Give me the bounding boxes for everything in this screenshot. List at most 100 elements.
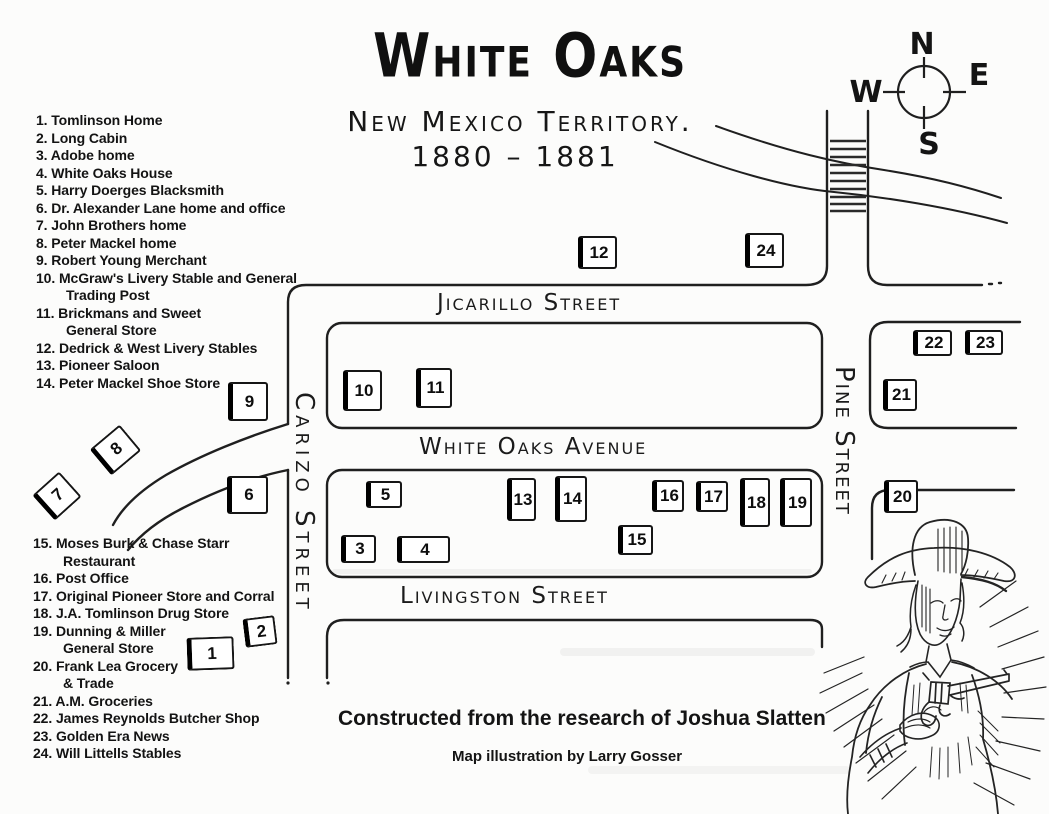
map-subtitle: New Mexico Territory. bbox=[347, 105, 693, 138]
research-credit: Constructed from the research of Joshua … bbox=[338, 707, 826, 730]
paper-smudge bbox=[560, 648, 815, 656]
map-box-17: 17 bbox=[696, 481, 728, 512]
carizo-jicarillo-pine-outline bbox=[286, 109, 829, 680]
map-box-5: 5 bbox=[366, 481, 402, 508]
legend-item: 3. Adobe home bbox=[36, 147, 316, 165]
block-south-of-livingston bbox=[325, 618, 824, 680]
compass-east-label: E bbox=[969, 58, 990, 93]
shirt-hatching bbox=[911, 682, 1001, 780]
legend-item-label-cont: Trading Post bbox=[66, 287, 150, 303]
map-box-19: 19 bbox=[780, 478, 812, 527]
legend-item-label: 24. Will Littells Stables bbox=[33, 745, 182, 761]
legend-item: 24. Will Littells Stables bbox=[33, 745, 323, 763]
block-whiteoaks-livingston bbox=[325, 468, 824, 579]
hat-outline bbox=[864, 518, 1016, 589]
map-box-1: 1 bbox=[186, 636, 235, 671]
hat-brim-shadow bbox=[960, 575, 1008, 593]
legend-item-label: 6. Dr. Alexander Lane home and office bbox=[36, 199, 286, 216]
river bbox=[654, 125, 1008, 224]
legend-item: 1. Tomlinson Home bbox=[36, 112, 316, 130]
map-box-9: 9 bbox=[228, 382, 268, 421]
map-box-2: 2 bbox=[242, 615, 278, 648]
legend-item: 20. Frank Lea Grocery& Trade bbox=[33, 658, 323, 693]
legend-item: 18. J.A. Tomlinson Drug Store bbox=[33, 605, 323, 623]
legend-item-label: 13. Pioneer Saloon bbox=[36, 357, 160, 373]
legend-item-label: 22. James Reynolds Butcher Shop bbox=[33, 710, 260, 726]
legend-item-label: 2. Long Cabin bbox=[36, 129, 128, 146]
hair bbox=[896, 582, 965, 653]
legend-item-label: 12. Dedrick & West Livery Stables bbox=[36, 339, 258, 356]
bridge bbox=[830, 139, 866, 213]
map-title: White Oaks bbox=[372, 22, 688, 92]
map-box-20: 20 bbox=[884, 480, 918, 513]
legend-item-label: 4. White Oaks House bbox=[36, 164, 173, 181]
river-south-bank bbox=[654, 141, 1008, 224]
legend-item-label: 17. Original Pioneer Store and Corral bbox=[33, 587, 275, 604]
legend-item: 2. Long Cabin bbox=[36, 130, 316, 148]
legend-item: 23. Golden Era News bbox=[33, 728, 323, 746]
legend-item: 6. Dr. Alexander Lane home and office bbox=[36, 200, 316, 218]
revolver bbox=[920, 669, 1010, 727]
legend-item-label-cont: General Store bbox=[63, 640, 154, 656]
map-box-22: 22 bbox=[913, 330, 952, 356]
legend-item-label: 1. Tomlinson Home bbox=[36, 112, 163, 128]
legend-item: 5. Harry Doerges Blacksmith bbox=[36, 182, 316, 200]
map-box-10: 10 bbox=[343, 370, 382, 411]
cowboy-illustration bbox=[819, 518, 1047, 814]
legend-item: 4. White Oaks House bbox=[36, 165, 316, 183]
map-box-6: 6 bbox=[227, 476, 268, 514]
legend-item: 9. Robert Young Merchant bbox=[36, 252, 316, 270]
legend-item-label: 14. Peter Mackel Shoe Store bbox=[36, 374, 221, 391]
legend-item-label: 9. Robert Young Merchant bbox=[36, 252, 207, 268]
block-jicarillo-whiteoaks bbox=[325, 321, 824, 430]
legend-item-label: 18. J.A. Tomlinson Drug Store bbox=[33, 605, 229, 621]
street-label-white-oaks-avenue: White Oaks Avenue bbox=[419, 434, 648, 460]
legend-item: 12. Dedrick & West Livery Stables bbox=[36, 340, 316, 358]
shoulders-torso bbox=[846, 661, 1013, 814]
legend-item: 17. Original Pioneer Store and Corral bbox=[33, 588, 323, 606]
legend-item-label: 10. McGraw's Livery Stable and General bbox=[36, 269, 297, 286]
legend-item-label: 15. Moses Burk & Chase Starr bbox=[33, 535, 230, 551]
line-end-dot bbox=[326, 681, 330, 685]
legend-item-label: 16. Post Office bbox=[33, 570, 129, 586]
map-box-13: 13 bbox=[507, 478, 536, 521]
compass-west-label: W bbox=[849, 75, 882, 110]
paper-smudge bbox=[332, 569, 812, 574]
map-box-4: 4 bbox=[397, 536, 450, 563]
legend-item: 22. James Reynolds Butcher Shop bbox=[33, 710, 323, 728]
face-outline bbox=[914, 578, 962, 646]
pine-street-east-rail bbox=[866, 109, 1003, 287]
legend-item-label-cont: General Store bbox=[66, 322, 157, 338]
bridge-planks bbox=[830, 139, 866, 213]
compass-rose: N W E S bbox=[849, 27, 989, 162]
map-box-15: 15 bbox=[618, 525, 653, 555]
legend-item: 21. A.M. Groceries bbox=[33, 693, 323, 711]
street-label-jicarillo: Jicarillo Street bbox=[437, 290, 622, 316]
compass-south-label: S bbox=[918, 127, 940, 162]
legend-item: 8. Peter Mackel home bbox=[36, 235, 316, 253]
line-end-dot bbox=[286, 681, 290, 685]
legend-item: 14. Peter Mackel Shoe Store bbox=[36, 375, 316, 393]
map-box-21: 21 bbox=[883, 379, 917, 411]
illustration-credit: Map illustration by Larry Gosser bbox=[452, 748, 683, 765]
legend-item-label: 23. Golden Era News bbox=[33, 727, 170, 744]
forearm-cuff bbox=[859, 727, 908, 774]
compass-ticks bbox=[883, 57, 966, 129]
map-box-23: 23 bbox=[965, 330, 1003, 355]
river-north-bank bbox=[715, 125, 1002, 199]
map-box-12: 12 bbox=[578, 236, 617, 269]
map-box-18: 18 bbox=[740, 478, 770, 527]
legend-item-label: 7. John Brothers home bbox=[36, 217, 187, 233]
street-label-pine: Pine Street bbox=[829, 366, 859, 516]
compass-north-label: N bbox=[909, 27, 934, 62]
west-road-upper-edge bbox=[111, 422, 290, 527]
street-label-carizo: Carizo Street bbox=[289, 392, 319, 614]
legend-item: 16. Post Office bbox=[33, 570, 323, 588]
hand bbox=[899, 712, 940, 740]
